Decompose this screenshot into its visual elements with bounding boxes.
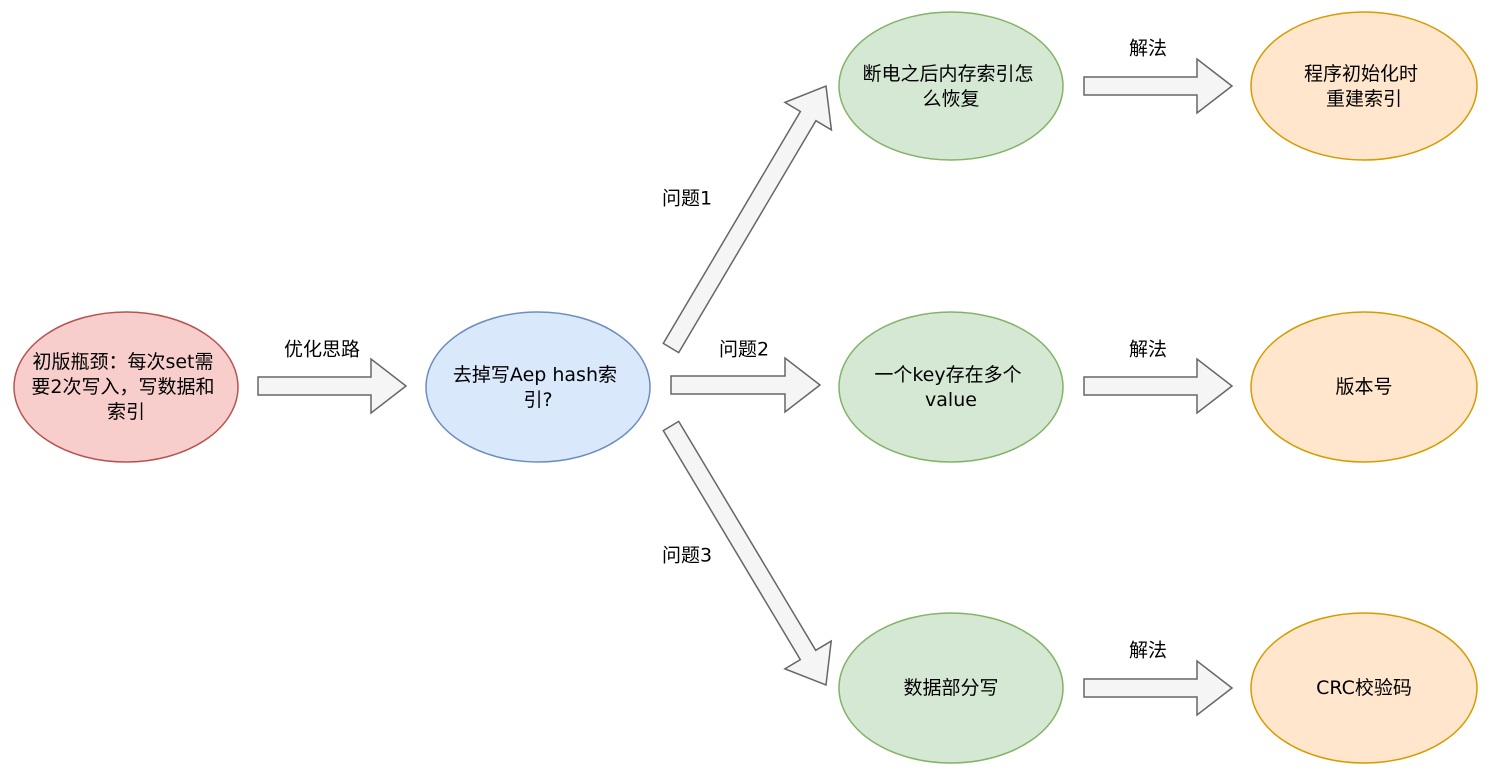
arrow-question3[interactable]: [662, 420, 833, 687]
node-problem3-line-1: 数据部分写: [903, 677, 998, 699]
node-problem1-line-1: 断电之后内存索引怎: [862, 63, 1033, 85]
edge-label-question3: 问题3: [662, 545, 712, 567]
edge-label-optimize: 优化思路: [284, 339, 360, 361]
arrow-question2[interactable]: [670, 356, 822, 414]
node-solution3-shape: [1250, 612, 1478, 764]
node-problem2-line-2: value: [925, 389, 977, 411]
node-bottleneck-line-2: 要2次写入，写数据和: [31, 376, 214, 398]
node-solution3-label: CRC校验码: [1316, 677, 1412, 699]
node-solution1-label: 程序初始化时 重建索引: [1304, 63, 1424, 110]
arrow-solve1[interactable]: [1083, 57, 1234, 115]
node-idea[interactable]: 去掉写Aep hash索 引?: [425, 311, 651, 463]
node-problem2-shape: [838, 311, 1064, 463]
node-problem1[interactable]: 断电之后内存索引怎 么恢复: [838, 11, 1064, 161]
node-problem3[interactable]: 数据部分写: [838, 612, 1064, 764]
node-problem1-shape: [838, 11, 1064, 161]
node-problem1-label: 断电之后内存索引怎 么恢复: [862, 63, 1039, 110]
node-solution1-line-2: 重建索引: [1326, 88, 1402, 110]
arrows-layer: [257, 57, 1234, 717]
node-solution1-shape: [1250, 11, 1478, 161]
node-bottleneck-shape: [13, 311, 239, 463]
arrow-solve3[interactable]: [1083, 659, 1234, 717]
node-idea-shape: [425, 311, 651, 463]
node-solution2-label: 版本号: [1335, 376, 1392, 398]
arrow-optimize[interactable]: [257, 357, 408, 415]
node-solution2[interactable]: 版本号: [1250, 311, 1478, 463]
node-problem3-label: 数据部分写: [903, 677, 998, 699]
node-problem1-line-2: 么恢复: [922, 88, 979, 110]
node-bottleneck-line-3: 索引: [107, 401, 145, 423]
node-solution1-line-1: 程序初始化时: [1304, 63, 1418, 85]
node-solution1[interactable]: 程序初始化时 重建索引: [1250, 11, 1478, 161]
node-idea-line-1: 去掉写Aep hash索: [453, 364, 617, 386]
node-solution2-shape: [1250, 311, 1478, 463]
arrow-solve2[interactable]: [1083, 357, 1234, 415]
node-problem2-line-1: 一个key存在多个: [874, 364, 1021, 386]
edge-label-solve1: 解法: [1129, 38, 1167, 60]
node-problem2-label: 一个key存在多个 value: [874, 364, 1027, 411]
node-solution3[interactable]: CRC校验码: [1250, 612, 1478, 764]
edge-label-question2: 问题2: [719, 339, 769, 361]
node-problem2[interactable]: 一个key存在多个 value: [838, 311, 1064, 463]
edge-label-solve2: 解法: [1129, 339, 1167, 361]
node-idea-line-2: 引?: [523, 389, 552, 411]
node-problem3-shape: [838, 612, 1064, 764]
node-bottleneck-line-1: 初版瓶颈：每次set需: [32, 351, 213, 373]
edge-label-solve3: 解法: [1129, 640, 1167, 662]
node-idea-label: 去掉写Aep hash索 引?: [453, 364, 623, 411]
arrow-question1[interactable]: [662, 84, 833, 354]
node-solution3-line-1: CRC校验码: [1316, 677, 1412, 699]
node-bottleneck-label: 初版瓶颈：每次set需 要2次写入，写数据和 索引: [31, 351, 220, 423]
node-solution2-line-1: 版本号: [1335, 376, 1392, 398]
edge-label-question1: 问题1: [662, 188, 712, 210]
node-bottleneck[interactable]: 初版瓶颈：每次set需 要2次写入，写数据和 索引: [13, 311, 239, 463]
